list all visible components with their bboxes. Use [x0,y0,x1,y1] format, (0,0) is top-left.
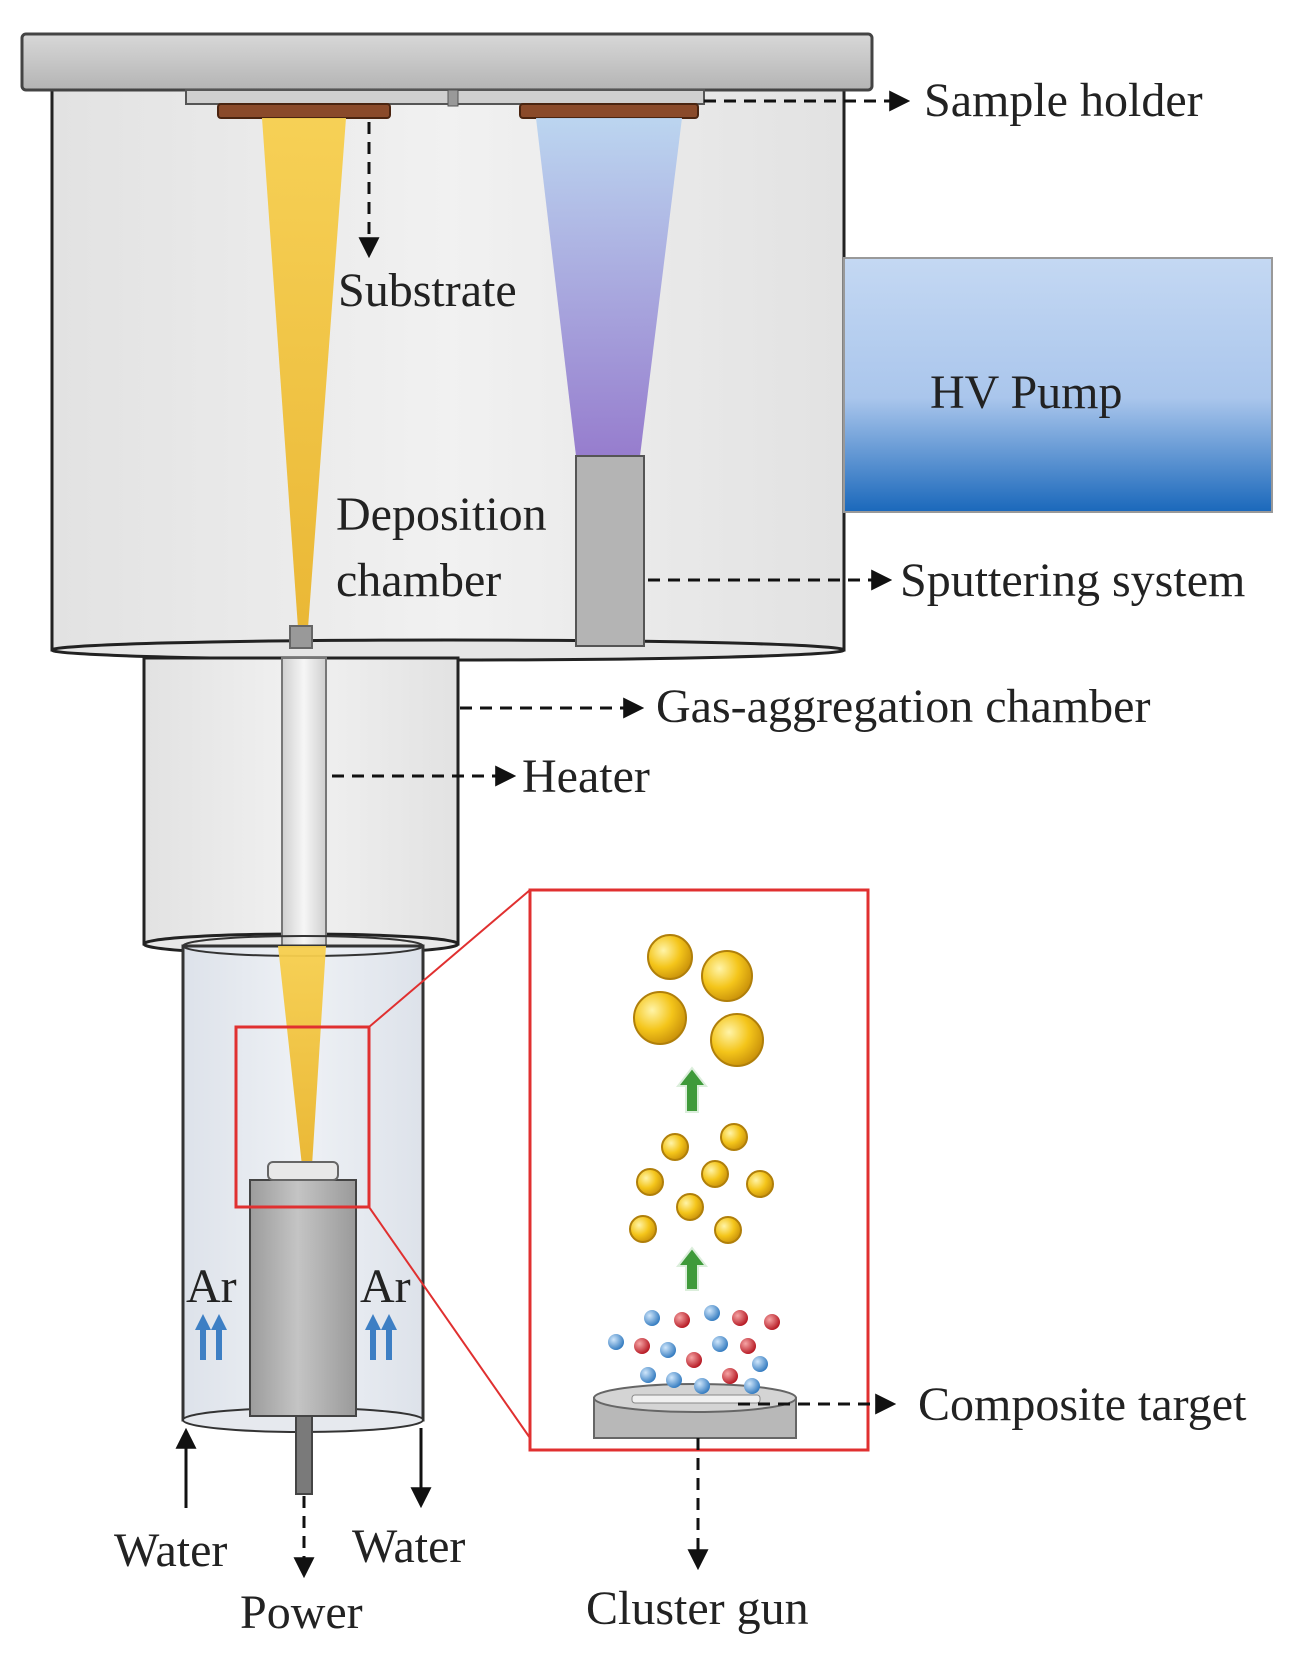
substrate-right [519,103,699,119]
up-arrow-icon [675,1246,709,1291]
label-deposition-line1: Deposition [336,488,547,541]
dashed-arrow-icon [293,90,911,1579]
large-clusters [633,934,764,1067]
cluster-beam [262,118,346,628]
sputtered-atoms [608,1305,780,1394]
label-water-out: Water [352,1520,465,1573]
zoom-inset [528,888,870,1452]
label-composite-target: Composite target [918,1378,1247,1431]
heater [281,657,327,947]
label-deposition-line2: chamber [336,554,501,607]
label-sample-holder: Sample holder [924,74,1203,127]
label-heater: Heater [522,750,650,803]
label-gas-aggregation-chamber: Gas-aggregation chamber [656,680,1150,733]
label-water-in: Water [114,1524,227,1577]
up-arrow-icon [675,1066,709,1113]
deposition-chamber [50,76,846,662]
label-power: Power [240,1586,363,1639]
substrate-left [217,103,391,119]
beam-lower [278,946,326,1166]
label-hv-pump: HV Pump [930,366,1123,419]
label-sputtering-system: Sputtering system [900,554,1245,607]
medium-clusters [629,1123,774,1244]
double-up-arrow-icon [195,1314,227,1360]
double-up-arrow-icon [365,1314,397,1360]
magnetron-target [267,1161,339,1181]
sample-holder [185,89,705,107]
top-plate [20,32,874,92]
power-feedthrough [295,1415,313,1495]
label-ar-left: Ar [186,1260,237,1313]
zoom-source-box [234,1025,371,1209]
magnetron-body [249,1179,357,1417]
sputter-plume [536,118,682,456]
label-substrate: Substrate [338,264,517,317]
hv-pump [843,257,1273,513]
label-cluster-gun: Cluster gun [586,1582,809,1635]
beam-nozzle [289,625,313,649]
sputtering-gun [575,455,645,647]
label-ar-right: Ar [360,1260,411,1313]
zoom-line-bottom [368,1206,531,1439]
zoom-line-top [368,889,531,1028]
